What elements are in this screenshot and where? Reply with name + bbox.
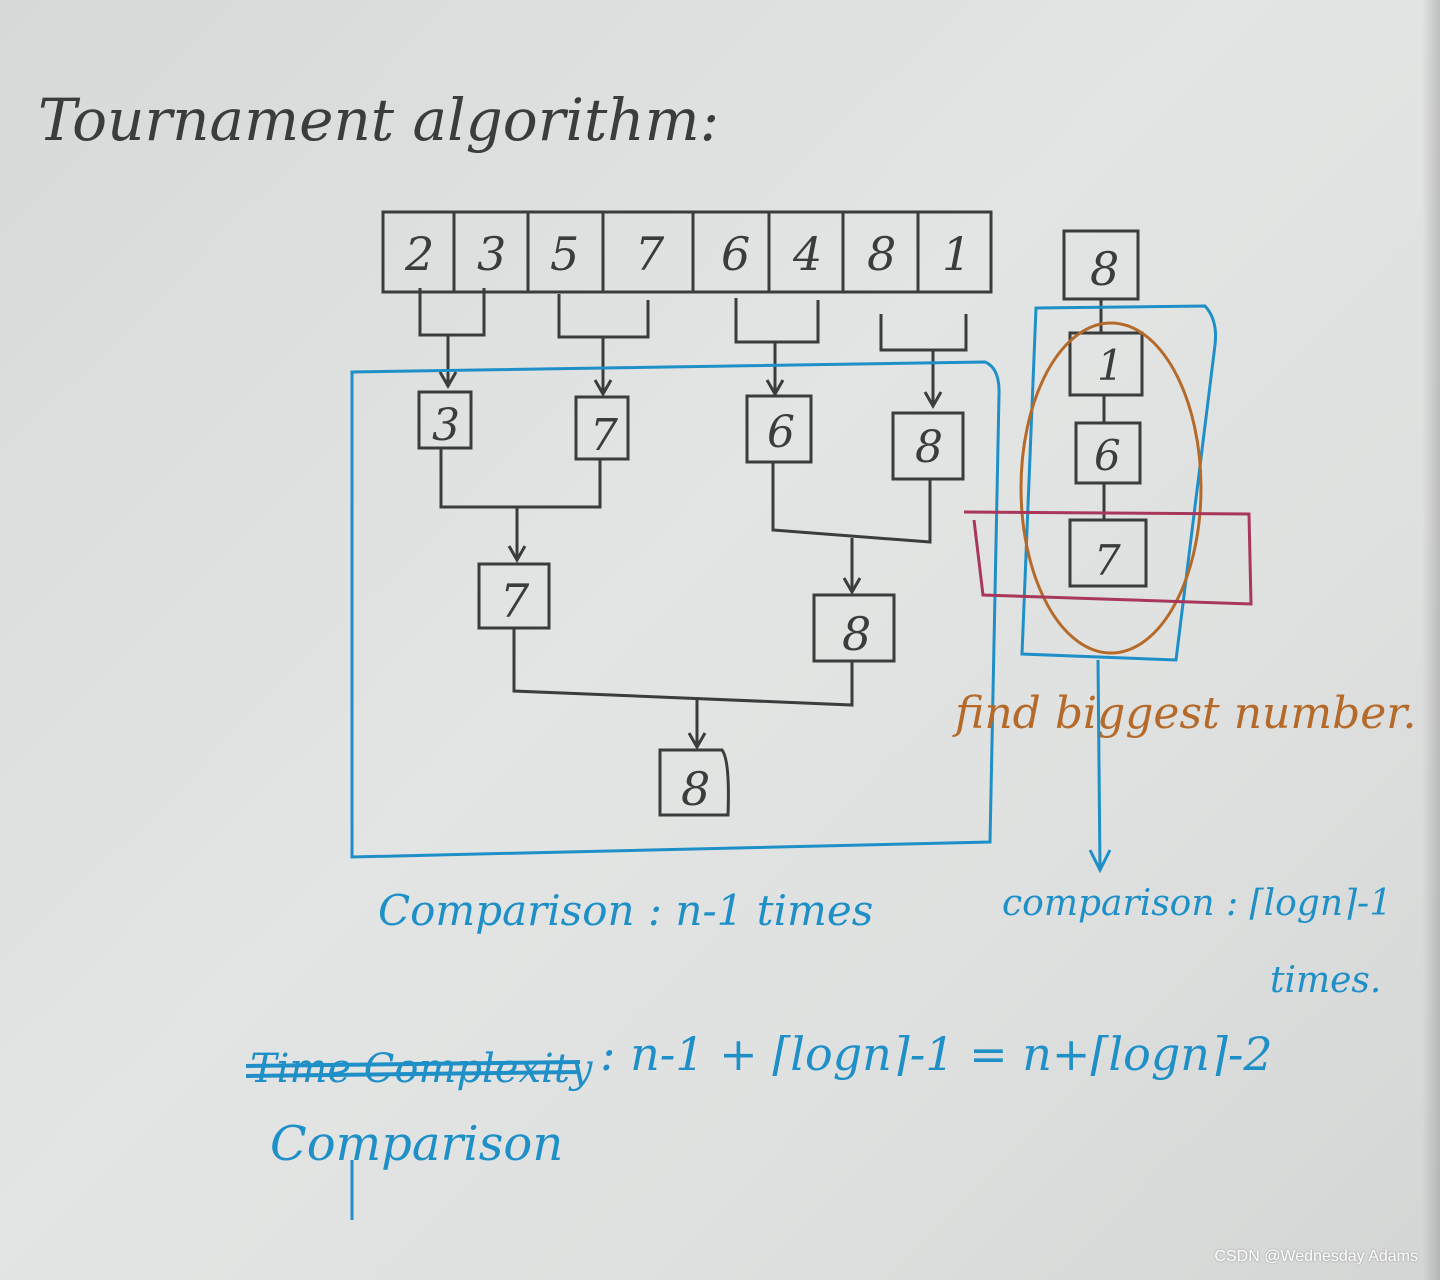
chain-top-value: 8 [1090,242,1119,296]
chain-down-arrow [1088,659,1112,874]
runner-up-chain: 8 1 6 7 [1062,229,1148,588]
chain-blue-box [1020,304,1217,662]
array-cell-value: 3 [477,227,506,281]
round1-winner: 3 [432,400,460,451]
diagram-title: Tournament algorithm: [38,86,719,154]
final-box: 8 [658,748,730,817]
final-winner: 8 [681,762,710,816]
round2-boxes: 78 [477,562,896,663]
find-biggest-note: find biggest number. [952,688,1416,739]
array-cell-value: 1 [942,227,971,281]
tournament-tree-box [350,360,1001,859]
array-cell-value: 5 [550,227,579,281]
final-connectors [512,628,854,751]
round2-winner: 7 [500,574,530,628]
array-cell-value: 2 [404,227,434,281]
array-cell-value: 7 [635,227,665,281]
magenta-highlight-box [963,510,1253,606]
array-cell-value: 4 [792,227,822,281]
watermark: CSDN @Wednesday Adams [1214,1248,1418,1265]
round1-winner: 6 [767,407,795,458]
round2-connectors [439,448,932,596]
chain-item-value: 1 [1097,341,1124,390]
comparison-bottom-label: Comparison [270,1116,563,1172]
array-cell-value: 6 [721,227,750,281]
chain-item-value: 7 [1094,536,1121,585]
struck-time-complexity: Time Complexity [250,1046,594,1092]
chain-item-value: 6 [1094,431,1121,480]
strikethrough-lines [245,1060,581,1078]
round2-winner: 8 [842,607,871,661]
orange-ellipse [1019,321,1203,655]
round1-winner: 7 [590,410,618,461]
comparison-right-note: comparison : ⌈logn⌉-1 [1002,883,1392,924]
round1-connectors [418,288,968,410]
round1-winner: 8 [915,422,943,473]
total-comparison-formula: : n-1 + ⌈logn⌉-1 = n+⌈logn⌉-2 [600,1027,1273,1081]
comparison-left-note: Comparison : n-1 times [378,886,873,935]
comparison-right-times: times. [1270,960,1381,1001]
round1-boxes: 3 7 6 8 [417,390,965,481]
array-cell-value: 8 [867,227,896,281]
